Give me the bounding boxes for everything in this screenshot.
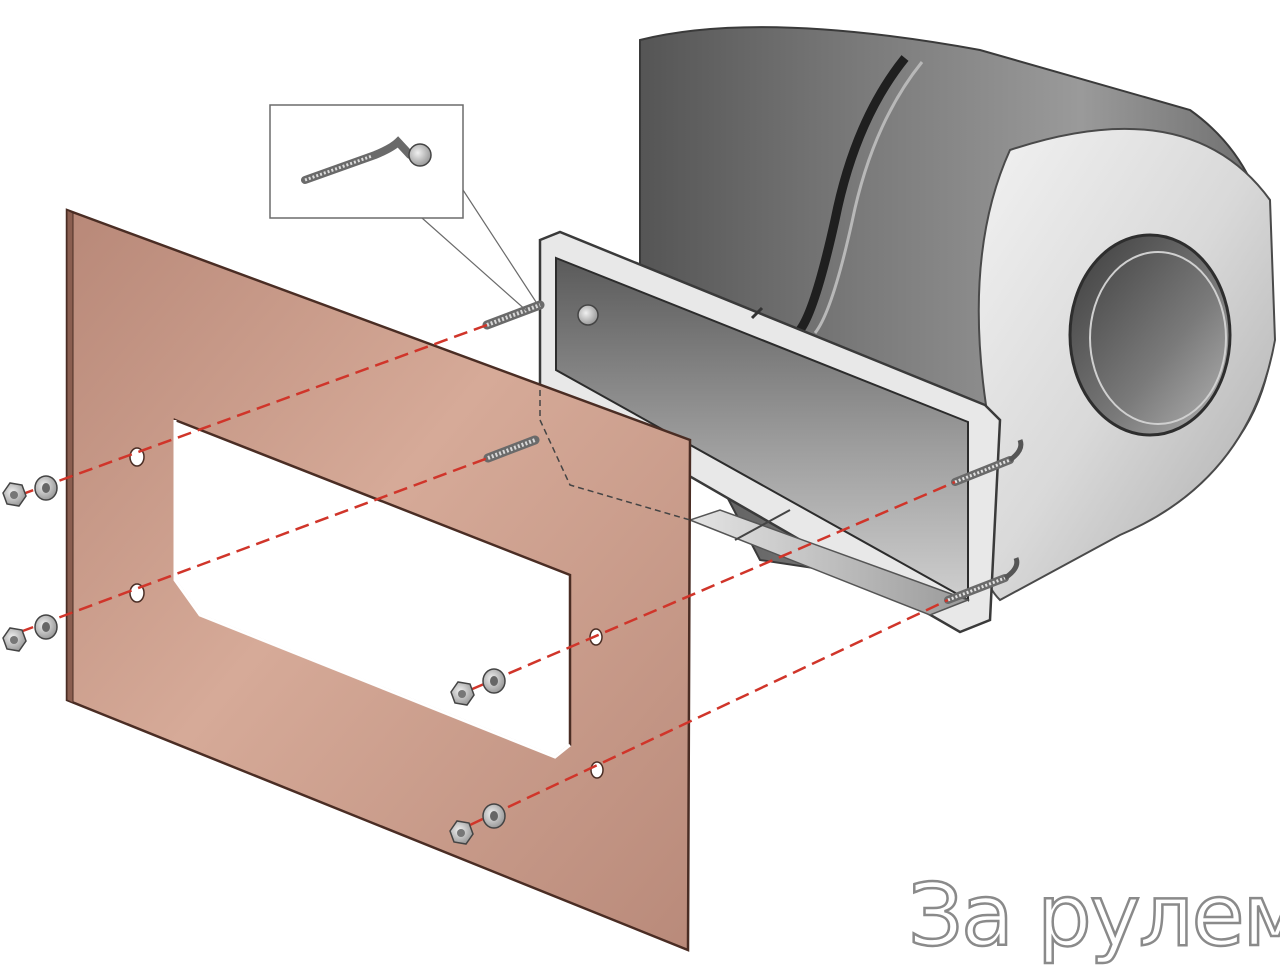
- stud-icon: [483, 435, 540, 463]
- washer-icon: [482, 803, 506, 829]
- fasteners: [2, 475, 506, 845]
- plate-hole: [129, 447, 145, 467]
- plate-hole: [590, 761, 604, 779]
- duct-hidden-outline: [539, 390, 691, 521]
- assembly-line-bottom-right: [469, 598, 949, 827]
- blower-inlet-rim: [1089, 251, 1227, 425]
- drum-seam-highlight: [813, 61, 924, 334]
- nut-icon: [449, 820, 474, 845]
- stud-icon: [482, 300, 545, 330]
- plate-edge: [66, 209, 74, 704]
- hook-bolt-icon: [301, 136, 432, 184]
- nut-icon: [2, 627, 27, 652]
- duct-floor: [687, 509, 971, 616]
- washer-icon: [34, 614, 58, 640]
- detail-callout: [269, 104, 539, 313]
- watermark-text: За рулем: [908, 866, 1280, 965]
- duct-rivet: [577, 304, 599, 326]
- blower-inlet-hole: [1068, 233, 1232, 437]
- nut-icon: [2, 482, 27, 507]
- assembly-line-top-right: [469, 480, 956, 692]
- duct-floor-seam: [734, 509, 791, 541]
- assembly-lines: [19, 323, 956, 827]
- stud-icon: [951, 439, 1024, 486]
- washer-icon: [482, 668, 506, 694]
- stud-icon: [944, 557, 1020, 604]
- callout-leader: [421, 189, 539, 313]
- washer-icon: [34, 475, 58, 501]
- plate-cutout-edge: [173, 420, 571, 759]
- nut-icon: [450, 681, 475, 706]
- studs: [482, 300, 1024, 604]
- flange-seam: [750, 306, 764, 320]
- drum-seam: [796, 55, 909, 333]
